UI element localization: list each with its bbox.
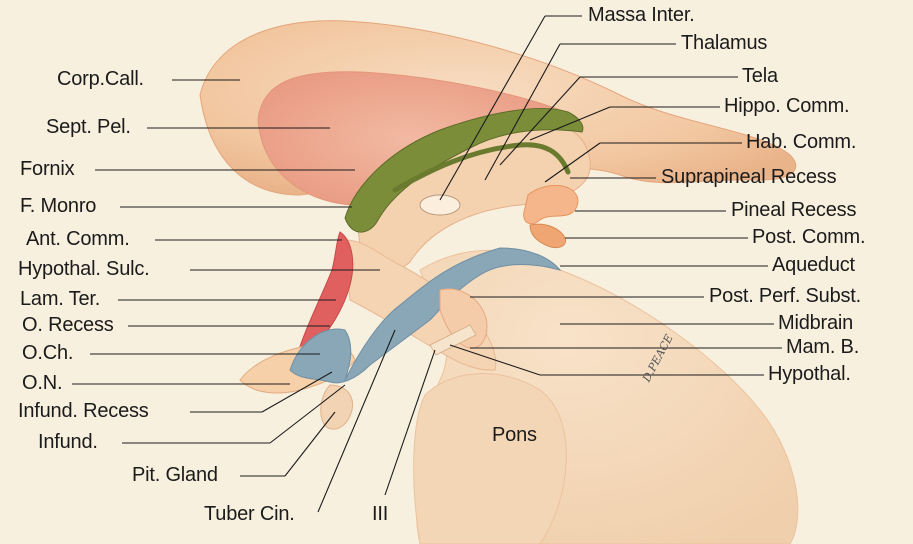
label-tuber-cin: Tuber Cin. [204, 503, 295, 525]
label-pineal-recess: Pineal Recess [731, 199, 857, 221]
label-corp-call: Corp.Call. [57, 68, 144, 90]
label-mam-b: Mam. B. [786, 336, 860, 358]
label-lam-ter: Lam. Ter. [20, 288, 101, 310]
label-infund-recess: Infund. Recess [18, 400, 149, 422]
label-o-n: O.N. [22, 372, 63, 394]
leader-lines [72, 15, 782, 513]
massa-intermedia-shape [419, 194, 461, 216]
pituitary-shape [320, 384, 354, 430]
label-iii: III [372, 503, 389, 525]
pineal-shape [523, 184, 579, 225]
ventricle-floor-shape [289, 247, 562, 384]
label-post-comm: Post. Comm. [752, 226, 866, 248]
tela-line [392, 142, 571, 193]
label-pons: Pons [492, 424, 537, 446]
label-massa-inter: Massa Inter. [588, 4, 695, 26]
label-hab-comm: Hab. Comm. [746, 131, 857, 153]
pons-shape [413, 373, 567, 544]
label-ant-comm: Ant. Comm. [26, 228, 130, 250]
label-suprapineal-recess: Suprapineal Recess [661, 166, 837, 188]
label-tela: Tela [742, 65, 778, 87]
label-aqueduct: Aqueduct [772, 254, 855, 276]
label-sept-pel: Sept. Pel. [46, 116, 131, 138]
label-midbrain: Midbrain [778, 312, 854, 334]
label-thalamus: Thalamus [681, 32, 768, 54]
label-post-perf-subst: Post. Perf. Subst. [709, 285, 862, 307]
label-o-recess: O. Recess [22, 314, 114, 336]
label-hypothal: Hypothal. [768, 363, 851, 385]
label-f-monro: F. Monro [20, 195, 97, 217]
posterior-commissure-shape [529, 223, 567, 249]
label-fornix: Fornix [20, 158, 75, 180]
label-o-ch: O.Ch. [22, 342, 74, 364]
label-infund: Infund. [38, 431, 98, 453]
label-hippo-comm: Hippo. Comm. [724, 95, 850, 117]
label-pit-gland: Pit. Gland [132, 464, 218, 486]
label-hypothal-sulc: Hypothal. Sulc. [18, 258, 150, 280]
fornix-shape [344, 107, 584, 233]
